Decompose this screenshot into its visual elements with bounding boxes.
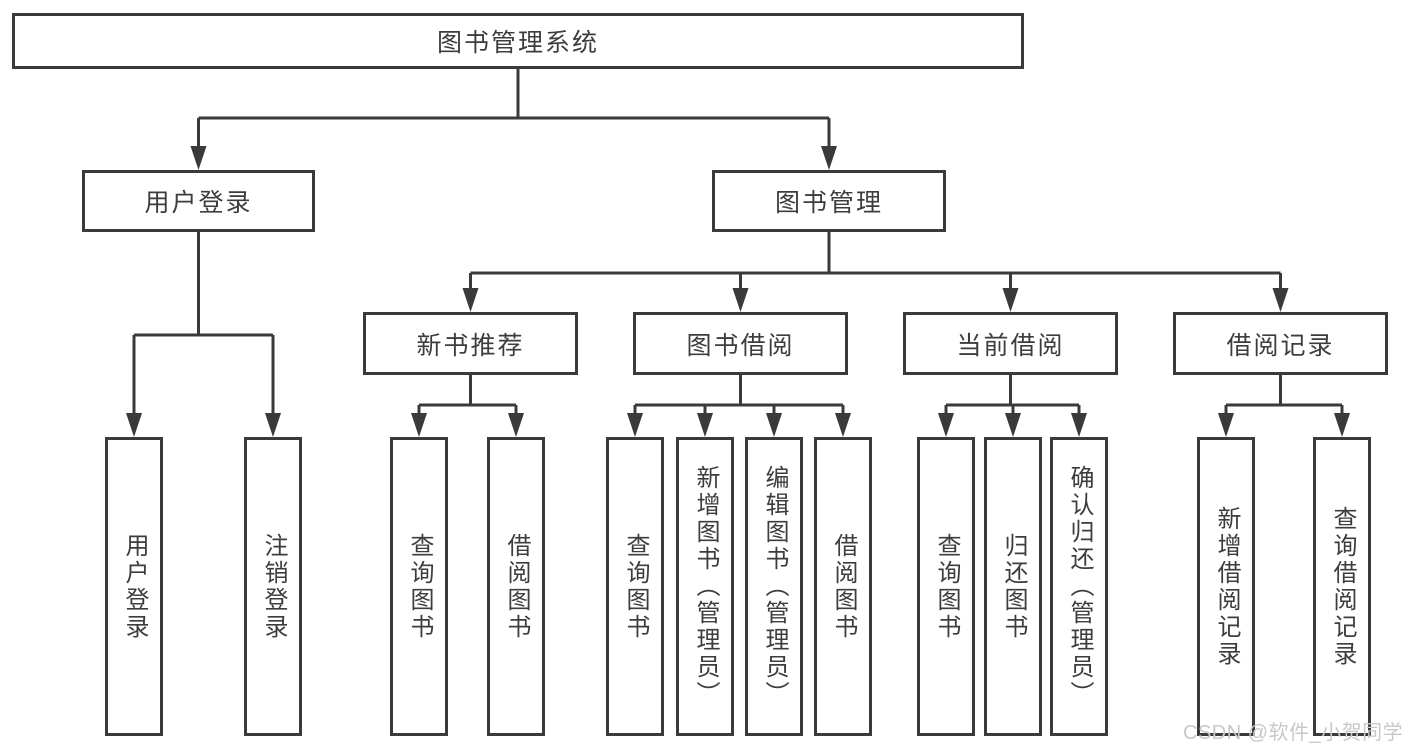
connector-root-to-level2 — [197, 69, 831, 150]
arrow-down-icon — [508, 413, 524, 437]
arrow-down-icon — [190, 146, 207, 170]
arrow-down-icon — [411, 413, 427, 437]
arrow-down-icon — [938, 413, 954, 437]
node-current-borrowing: 当前借阅 — [903, 312, 1118, 375]
leaf-logout: 注销登录 — [244, 437, 302, 736]
leaf-query-book-new: 查询图书 — [390, 437, 448, 736]
leaf-query-book-current: 查询图书 — [917, 437, 975, 736]
node-new-book-recommendation: 新书推荐 — [363, 312, 578, 375]
arrow-down-icon — [697, 413, 713, 437]
node-user-login: 用户登录 — [82, 170, 315, 232]
connector-borrow-record-branch — [1224, 375, 1344, 417]
leaf-user-login: 用户登录 — [105, 437, 163, 736]
arrow-down-icon — [1071, 413, 1087, 437]
connector-user-login-branch — [132, 232, 275, 417]
connector-current-borrow-branch — [944, 375, 1081, 417]
node-book-borrowing: 图书借阅 — [633, 312, 848, 375]
connector-new-book-branch — [417, 375, 518, 417]
arrow-down-icon — [835, 413, 851, 437]
connector-book-borrow-branch — [633, 375, 845, 417]
leaf-return-book: 归还图书 — [984, 437, 1042, 736]
leaf-query-book-borrow: 查询图书 — [606, 437, 664, 736]
leaf-borrow-book: 借阅图书 — [814, 437, 872, 736]
arrow-down-icon — [265, 413, 281, 437]
leaf-add-borrow-record: 新增借阅记录 — [1197, 437, 1255, 736]
leaf-query-borrow-record: 查询借阅记录 — [1313, 437, 1371, 736]
arrow-down-icon — [126, 413, 142, 437]
arrow-down-icon — [1218, 413, 1234, 437]
arrow-down-icon — [1005, 413, 1021, 437]
watermark: CSDN @软件_小贺同学 — [1183, 722, 1404, 744]
arrow-down-icon — [821, 146, 837, 170]
arrow-down-icon — [1272, 288, 1289, 312]
leaf-borrow-book-new: 借阅图书 — [487, 437, 545, 736]
connector-book-management-branch — [469, 232, 1282, 292]
arrow-down-icon — [766, 413, 782, 437]
leaf-add-book-admin: 新增图书（管理员） — [676, 437, 734, 736]
node-borrowing-records: 借阅记录 — [1173, 312, 1388, 375]
arrow-down-icon — [462, 288, 479, 312]
arrow-down-icon — [1002, 288, 1019, 312]
node-book-management: 图书管理 — [712, 170, 946, 232]
arrow-down-icon — [732, 288, 749, 312]
leaf-edit-book-admin: 编辑图书（管理员） — [745, 437, 803, 736]
arrow-down-icon — [1334, 413, 1350, 437]
arrow-down-icon — [627, 413, 643, 437]
leaf-confirm-return-admin: 确认归还（管理员） — [1050, 437, 1108, 736]
node-root: 图书管理系统 — [12, 13, 1024, 69]
